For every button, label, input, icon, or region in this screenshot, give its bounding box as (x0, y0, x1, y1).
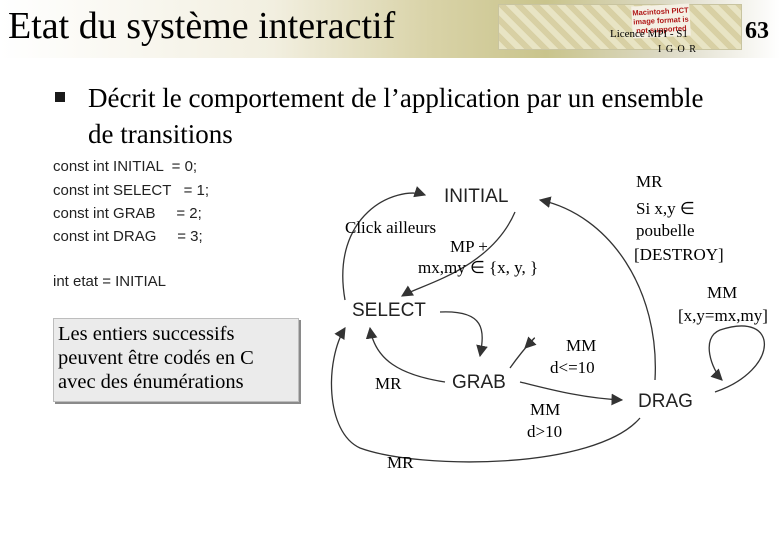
transition-label-mp: MP + (450, 237, 488, 256)
code-line: const int GRAB = 2; (53, 205, 202, 222)
code-line: const int INITIAL = 0; (53, 158, 198, 175)
logo-image (498, 4, 742, 50)
code-line: const int DRAG = 3; (53, 228, 203, 245)
transition-label-mm-drag: [x,y=mx,my] (678, 306, 768, 325)
transition-label-mr-drag: MR (387, 453, 414, 472)
code-etat-line: int etat = INITIAL (53, 273, 166, 290)
page-title: Etat du système interactif (8, 5, 396, 47)
code-line: const int SELECT = 1; (53, 182, 210, 199)
arrow-grab-loop (509, 336, 537, 369)
arrow-grab-to-drag (519, 381, 624, 406)
arrow-drag-to-initial (538, 196, 656, 381)
bullet-icon (55, 92, 65, 102)
transition-label-mr-destroy: MR (636, 172, 663, 191)
arrow-drag-loop (708, 325, 766, 393)
transition-label-mm-le: MM (566, 336, 597, 355)
state-select: SELECT (352, 300, 426, 321)
state-drag: DRAG (638, 391, 693, 412)
transition-label-mr-grab: MR (375, 374, 402, 393)
org-label: I G O R (658, 44, 697, 55)
arrow-select-to-grab (439, 311, 488, 358)
transition-label-mr-destroy: Si x,y ∈ (636, 199, 695, 218)
transition-label-mm-le: d<=10 (550, 358, 595, 377)
arrow-drag-to-select (330, 327, 641, 463)
transition-label-mm-gt: d>10 (527, 422, 563, 441)
arrow-initial-to-select (401, 211, 516, 297)
course-label: Licence MPI - S1 (610, 28, 688, 40)
intro-text: Décrit le comportement de l’application … (88, 83, 704, 149)
transition-label-mp-cond: mx,my ∈ {x, y, } (418, 258, 539, 277)
transition-label-mr-destroy: [DESTROY] (634, 245, 724, 264)
state-grab: GRAB (452, 372, 506, 393)
arrow-grab-to-select (365, 326, 446, 383)
transition-label-mm-drag: MM (707, 283, 738, 302)
state-initial: INITIAL (444, 186, 509, 207)
enum-note-box: Les entiers successifs peuvent être codé… (53, 318, 299, 402)
transition-label-mm-gt: MM (530, 400, 561, 419)
arrow-select-to-initial (342, 186, 427, 301)
page-number: 63 (745, 18, 769, 44)
transition-label-click-ailleurs: Click ailleurs (345, 218, 437, 237)
transition-label-mr-destroy: poubelle (636, 221, 695, 240)
